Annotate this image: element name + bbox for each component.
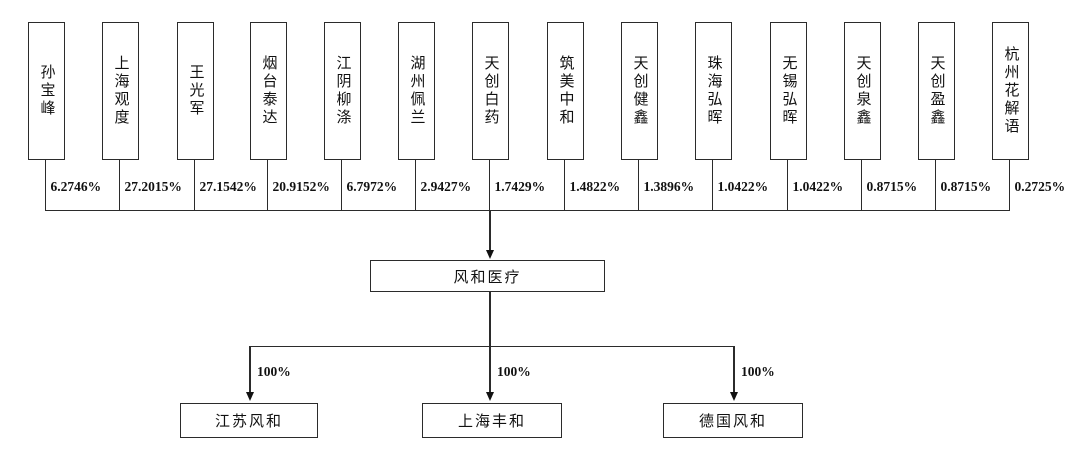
shareholders-bus-line — [46, 210, 1010, 212]
connector-line — [267, 160, 269, 211]
shareholder-unit: 筑美中和 1.4822% — [546, 22, 620, 214]
subsidiary-percent: 100% — [741, 364, 775, 379]
connector-line — [1009, 160, 1011, 211]
shareholder-percent: 1.0422% — [717, 179, 769, 194]
parent-company-name: 风和医疗 — [453, 269, 522, 286]
shareholder-box: 江阴柳涤 — [323, 22, 361, 160]
connector-line — [787, 160, 789, 211]
connector-line — [415, 160, 417, 211]
connector-line — [861, 160, 863, 211]
parent-downline — [489, 292, 491, 346]
parent-company-box: 风和医疗 — [370, 260, 605, 292]
subsidiary-box: 江苏风和 — [180, 403, 318, 438]
shareholder-box: 筑美中和 — [546, 22, 584, 160]
shareholder-box: 烟台泰达 — [249, 22, 287, 160]
shareholder-unit: 上海观度 27.2015% — [101, 22, 182, 214]
subsidiary-box: 上海丰和 — [422, 403, 562, 438]
shareholder-name: 江阴柳涤 — [334, 55, 351, 127]
shareholder-percent: 1.7429% — [494, 179, 546, 194]
connector-line — [489, 160, 491, 211]
shareholder-percent: 27.1542% — [199, 179, 257, 194]
shareholder-box: 天创泉鑫 — [843, 22, 881, 160]
connector-line — [712, 160, 714, 211]
connector-line — [45, 160, 47, 211]
shareholder-percent: 0.8715% — [940, 179, 992, 194]
shareholder-unit: 烟台泰达 20.9152% — [249, 22, 330, 214]
shareholder-box: 珠海弘晖 — [694, 22, 732, 160]
shareholder-name: 天创盈鑫 — [928, 55, 945, 127]
shareholder-unit: 孙宝峰 6.2746% — [27, 22, 101, 214]
subsidiary-name: 上海丰和 — [457, 414, 526, 430]
shareholder-percent: 6.7972% — [346, 179, 398, 194]
subsidiary-name: 德国风和 — [698, 414, 767, 430]
shareholder-name: 天创白药 — [482, 55, 499, 127]
down-arrowhead-icon — [485, 250, 494, 259]
connector-line — [119, 160, 121, 211]
shareholder-name: 天创健鑫 — [631, 55, 648, 127]
shareholder-name: 天创泉鑫 — [854, 55, 871, 127]
shareholder-percent: 1.3896% — [643, 179, 695, 194]
shareholder-name: 湖州佩兰 — [408, 55, 425, 127]
shareholder-unit: 江阴柳涤 6.7972% — [323, 22, 397, 214]
arrow-to-parent-stem — [489, 210, 491, 251]
shareholder-box: 湖州佩兰 — [397, 22, 435, 160]
connector-line — [194, 160, 196, 211]
shareholder-unit: 天创盈鑫 0.8715% — [917, 22, 991, 214]
shareholder-unit: 天创健鑫 1.3896% — [620, 22, 694, 214]
shareholder-unit: 天创白药 1.7429% — [471, 22, 545, 214]
shareholder-percent: 0.8715% — [866, 179, 918, 194]
shareholder-unit: 天创泉鑫 0.8715% — [843, 22, 917, 214]
shareholder-name: 上海观度 — [112, 55, 129, 127]
down-arrowhead-icon — [485, 392, 494, 401]
shareholder-name: 筑美中和 — [557, 55, 574, 127]
shareholder-name: 珠海弘晖 — [705, 55, 722, 127]
shareholder-percent: 20.9152% — [272, 179, 330, 194]
subsidiaries-bus-line — [249, 346, 735, 348]
arrow-to-subsidiary-stem — [249, 346, 251, 393]
arrow-to-subsidiary-stem — [489, 346, 491, 393]
shareholder-name: 烟台泰达 — [260, 55, 277, 127]
shareholder-box: 天创健鑫 — [620, 22, 658, 160]
connector-line — [935, 160, 937, 211]
shareholder-box: 天创盈鑫 — [917, 22, 955, 160]
shareholder-unit: 珠海弘晖 1.0422% — [694, 22, 768, 214]
down-arrowhead-icon — [729, 392, 738, 401]
shareholder-unit: 无锡弘晖 1.0422% — [769, 22, 843, 214]
arrow-to-subsidiary-stem — [733, 346, 735, 393]
shareholder-percent: 1.0422% — [792, 179, 844, 194]
connector-line — [564, 160, 566, 211]
subsidiary-percent: 100% — [257, 364, 291, 379]
down-arrowhead-icon — [245, 392, 254, 401]
shareholder-name: 孙宝峰 — [38, 64, 55, 118]
shareholder-unit: 王光军 27.1542% — [176, 22, 257, 214]
shareholder-name: 杭州花解语 — [1002, 46, 1019, 136]
shareholder-name: 王光军 — [187, 64, 204, 118]
subsidiary-name: 江苏风和 — [214, 414, 283, 430]
shareholder-name: 无锡弘晖 — [780, 55, 797, 127]
shareholder-percent: 27.2015% — [124, 179, 182, 194]
subsidiary-box: 德国风和 — [663, 403, 803, 438]
shareholder-percent: 2.9427% — [420, 179, 472, 194]
shareholder-box: 无锡弘晖 — [769, 22, 807, 160]
connector-line — [638, 160, 640, 211]
shareholder-unit: 湖州佩兰 2.9427% — [397, 22, 471, 214]
shareholder-box: 上海观度 — [101, 22, 139, 160]
connector-line — [341, 160, 343, 211]
shareholder-percent: 1.4822% — [569, 179, 621, 194]
shareholder-box: 天创白药 — [471, 22, 509, 160]
shareholder-box: 杭州花解语 — [991, 22, 1029, 160]
shareholder-box: 孙宝峰 — [27, 22, 65, 160]
shareholder-percent: 6.2746% — [50, 179, 102, 194]
shareholder-unit: 杭州花解语 0.2725% — [991, 22, 1065, 214]
shareholder-box: 王光军 — [176, 22, 214, 160]
subsidiary-percent: 100% — [497, 364, 531, 379]
shareholder-percent: 0.2725% — [1014, 179, 1066, 194]
